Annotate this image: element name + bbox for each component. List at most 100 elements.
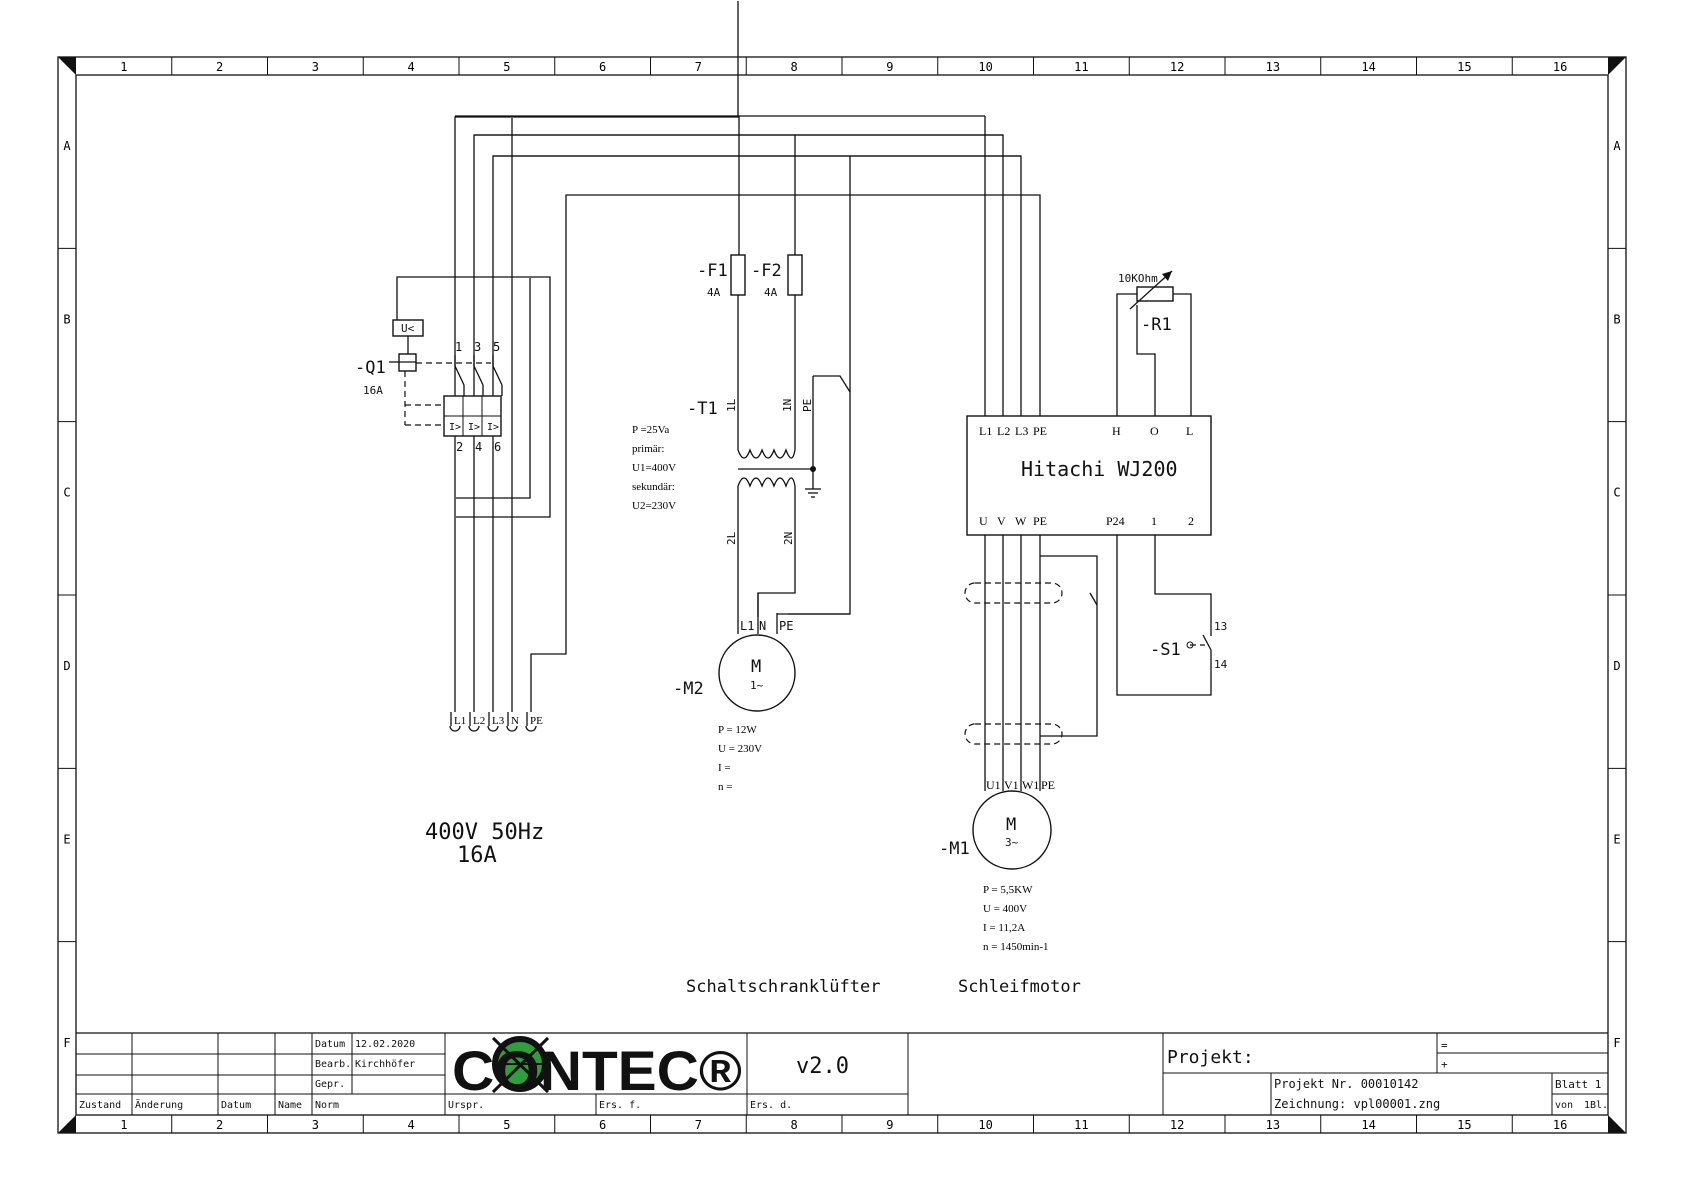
grid-col-label: 10 bbox=[978, 1118, 992, 1132]
fuse-f2-name: -F2 bbox=[751, 261, 782, 281]
eq-label: = bbox=[1441, 1039, 1448, 1052]
t1-pin-2n: 2N bbox=[782, 532, 795, 545]
gepr-label: Gepr. bbox=[315, 1079, 345, 1090]
m1-caption: Schleifmotor bbox=[958, 977, 1081, 997]
grid-col-label: 14 bbox=[1361, 1118, 1375, 1132]
vfd-bottom-terminal: V bbox=[997, 514, 1006, 528]
supply-wiring bbox=[454, 1, 1041, 712]
r1-value: 10KOhm bbox=[1118, 272, 1158, 285]
t1-spec: P =25Va bbox=[632, 424, 669, 436]
m1-terminal: U1 bbox=[986, 778, 1001, 792]
grid-col-label: 4 bbox=[408, 60, 415, 74]
datum-col-label: Datum bbox=[221, 1100, 251, 1111]
grid-col-label: 15 bbox=[1457, 60, 1471, 74]
breaker-pin-3: 3 bbox=[474, 340, 481, 354]
grid-col-label: 14 bbox=[1361, 60, 1375, 74]
undervoltage-label: U< bbox=[401, 322, 415, 335]
grid-row-label: B bbox=[63, 312, 70, 326]
grid-col-label: 4 bbox=[408, 1118, 415, 1132]
trip-label-1: I> bbox=[449, 422, 461, 433]
projekt-nr: Projekt Nr. 00010142 bbox=[1274, 1077, 1419, 1091]
corner-mark bbox=[58, 57, 76, 75]
m2-spec: n = bbox=[718, 781, 732, 793]
terminal-icon bbox=[449, 725, 461, 732]
grid-col-label: 2 bbox=[216, 1118, 223, 1132]
s1-name: -S1 bbox=[1150, 640, 1181, 660]
m1-spec: P = 5,5KW bbox=[983, 884, 1033, 896]
grid-row-label: C bbox=[1613, 486, 1620, 500]
trip-label-2: I> bbox=[468, 422, 480, 433]
grid-row-label: F bbox=[1613, 1036, 1620, 1050]
grid-col-label: 6 bbox=[599, 60, 606, 74]
breaker-pin-4: 4 bbox=[475, 440, 482, 454]
m2-letter: M bbox=[751, 657, 761, 677]
vfd-top-terminal: H bbox=[1112, 424, 1121, 438]
datum-label: Datum bbox=[315, 1039, 345, 1050]
vfd-bottom-terminal: 2 bbox=[1188, 514, 1194, 528]
vfd-top-terminal: O bbox=[1150, 424, 1159, 438]
urspr-label: Urspr. bbox=[448, 1100, 484, 1111]
t1-pin-2l: 2L bbox=[725, 531, 738, 545]
breaker-name: -Q1 bbox=[355, 358, 386, 378]
fuse-f2-rating: 4A bbox=[764, 286, 778, 299]
transformer-name: -T1 bbox=[687, 399, 718, 419]
terminal-icon bbox=[506, 725, 518, 732]
m1-type: 3~ bbox=[1005, 836, 1019, 849]
vfd-top-terminal: L2 bbox=[997, 424, 1010, 438]
m1-name: -M1 bbox=[939, 839, 970, 859]
m2-spec: U = 230V bbox=[718, 743, 762, 755]
von-bl: 1Bl. bbox=[1584, 1100, 1608, 1111]
corner-mark bbox=[58, 1115, 76, 1133]
t1-spec: U2=230V bbox=[632, 500, 676, 512]
grid-col-label: 15 bbox=[1457, 1118, 1471, 1132]
norm-label: Norm bbox=[315, 1100, 339, 1111]
title-block: Datum 12.02.2020 Bearb. Kirchhöfer Gepr.… bbox=[76, 1032, 1608, 1115]
supply-terminal-label: L2 bbox=[473, 715, 485, 727]
grid-col-label: 2 bbox=[216, 60, 223, 74]
r1-name: -R1 bbox=[1141, 315, 1172, 335]
grid-row-label: F bbox=[63, 1036, 70, 1050]
t1-pin-1n: 1N bbox=[781, 399, 794, 412]
vfd-bottom-terminal: U bbox=[979, 514, 988, 528]
von-label: von bbox=[1555, 1100, 1573, 1111]
grid-col-label: 5 bbox=[503, 60, 510, 74]
t1-spec: U1=400V bbox=[632, 462, 676, 474]
datum-value: 12.02.2020 bbox=[355, 1039, 415, 1050]
grid-row-label: C bbox=[63, 486, 70, 500]
grid-col-label: 3 bbox=[312, 1118, 319, 1132]
grid-col-label: 1 bbox=[120, 1118, 127, 1132]
grid-col-label: 12 bbox=[1170, 60, 1184, 74]
grid-col-label: 11 bbox=[1074, 1118, 1088, 1132]
vfd-bottom-terminal: W bbox=[1015, 514, 1027, 528]
projekt-label: Projekt: bbox=[1167, 1047, 1254, 1068]
zustand-label: Zustand bbox=[79, 1100, 121, 1111]
supply-terminal-label: L3 bbox=[492, 715, 505, 727]
terminal-icon bbox=[468, 725, 480, 732]
version: v2.0 bbox=[796, 1054, 849, 1079]
fuse-f1-name: -F1 bbox=[697, 261, 728, 281]
terminal-icon bbox=[525, 725, 537, 732]
m2-name: -M2 bbox=[673, 679, 704, 699]
vfd-bottom-terminal: PE bbox=[1033, 514, 1047, 528]
grid-row-label: A bbox=[1613, 139, 1621, 153]
m1-terminal: W1 bbox=[1022, 778, 1039, 792]
supply-voltage: 400V 50Hz bbox=[425, 820, 544, 845]
logo-text: CONTEC® bbox=[452, 1039, 742, 1102]
grid-col-label: 8 bbox=[791, 1118, 798, 1132]
supply-terminal-label: L1 bbox=[454, 715, 466, 727]
ers-f-label: Ers. f. bbox=[599, 1100, 641, 1111]
m1-terminal: V1 bbox=[1004, 778, 1019, 792]
trip-label-3: I> bbox=[487, 422, 499, 433]
grid-row-label: E bbox=[1613, 832, 1620, 846]
m2-term-n: N bbox=[759, 619, 766, 633]
t1-pin-1l: 1L bbox=[725, 398, 738, 412]
potentiometer-r1: 10KOhm -R1 bbox=[1118, 270, 1174, 335]
grid-col-label: 13 bbox=[1266, 1118, 1280, 1132]
breaker-contact bbox=[454, 365, 465, 386]
m1-spec: n = 1450min-1 bbox=[983, 941, 1048, 953]
contec-logo: CONTEC® bbox=[452, 1036, 742, 1102]
